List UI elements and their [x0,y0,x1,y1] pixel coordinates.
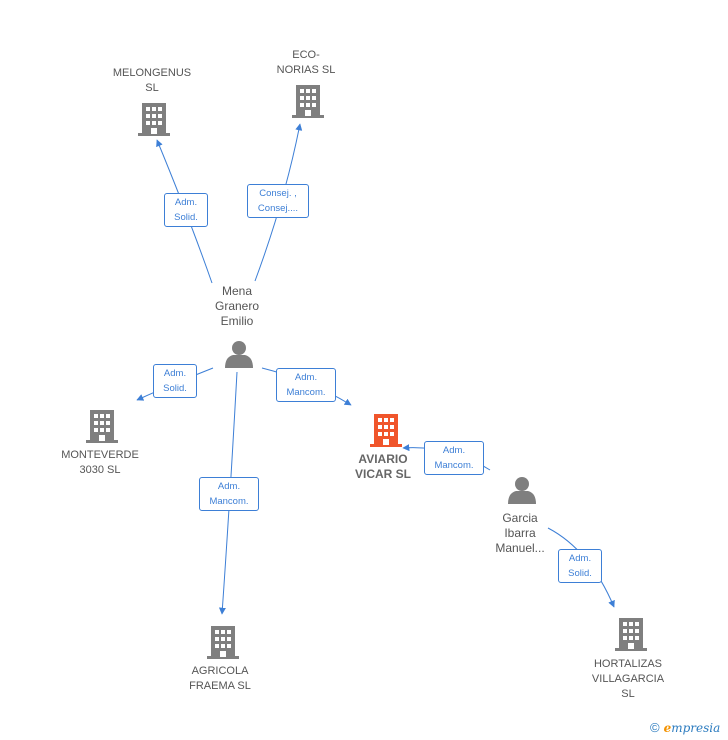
node-label-garcia[interactable]: Garcia Ibarra Manuel... [495,511,545,555]
person-icon-garcia [508,477,536,504]
node-label-hortalizas[interactable]: HORTALIZAS VILLAGARCIA SL [591,658,665,700]
edge-label-mena-econorias[interactable]: Consej. , Consej.... [247,184,309,218]
node-label-mena[interactable]: Mena Granero Emilio [214,284,260,328]
edge-label-mena-monteverde[interactable]: Adm. Solid. [153,364,197,398]
edge-label-garcia-hortalizas[interactable]: Adm. Solid. [558,549,602,583]
node-label-agricola[interactable]: AGRICOLA FRAEMA SL [189,665,251,692]
copyright-icon: © [650,720,660,735]
node-label-econorias[interactable]: ECO- NORIAS SL [276,49,336,76]
edge-label-mena-agricola[interactable]: Adm. Mancom. [199,477,259,511]
edge-label-garcia-aviario[interactable]: Adm. Mancom. [424,441,484,475]
node-label-aviario[interactable]: AVIARIO VICAR SL [354,452,412,481]
node-label-melongenus[interactable]: MELONGENUS SL [112,67,192,94]
footer-brand[interactable]: © empresia [650,720,720,735]
node-label-monteverde[interactable]: MONTEVERDE 3030 SL [61,449,139,476]
edge-label-mena-aviario[interactable]: Adm. Mancom. [276,368,336,402]
person-icon-mena [225,341,253,368]
brand-logo: empresia [663,720,721,735]
edge-label-mena-melongenus[interactable]: Adm. Solid. [164,193,208,227]
